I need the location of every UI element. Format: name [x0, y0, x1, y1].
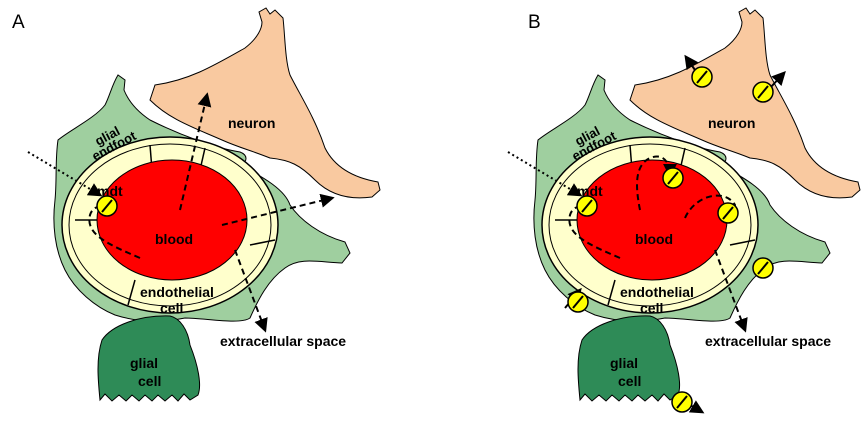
endothelial-label-line1: endothelial: [140, 284, 214, 300]
transporter-icon: [692, 67, 712, 87]
panel-label-a: A: [12, 12, 25, 33]
glial-cell-label-line2: cell: [138, 373, 161, 389]
transporter-icon: [672, 392, 692, 412]
transporter-icon: [753, 82, 773, 102]
endothelial-label-line2: cell: [160, 300, 183, 316]
endothelial-label-line1: endothelial: [620, 284, 694, 300]
neuron-label: neuron: [228, 115, 275, 131]
transporter-icon: [663, 168, 683, 188]
panel-b: B neuron glial endfoot mdt blood endothe…: [508, 8, 860, 412]
transporter-icon: [568, 292, 588, 312]
blood-label: blood: [635, 231, 673, 247]
transporter-icon: [97, 196, 117, 216]
glial-cell-label-line2: cell: [618, 373, 641, 389]
neuron-label: neuron: [708, 115, 755, 131]
glial-cell-label-line1: glial: [130, 355, 158, 371]
extracellular-space-label: extracellular space: [705, 333, 831, 349]
blood-label: blood: [155, 231, 193, 247]
transporter-icon: [753, 258, 773, 278]
panel-a: A neuron glial endfoot mdt blood endothe…: [12, 8, 380, 401]
extracellular-space-label: extracellular space: [220, 333, 346, 349]
endothelial-label-line2: cell: [640, 300, 663, 316]
transporter-icon: [718, 203, 738, 223]
panel-label-b: B: [528, 12, 541, 33]
glial-cell-label-line1: glial: [610, 355, 638, 371]
transporter-icon: [577, 196, 597, 216]
